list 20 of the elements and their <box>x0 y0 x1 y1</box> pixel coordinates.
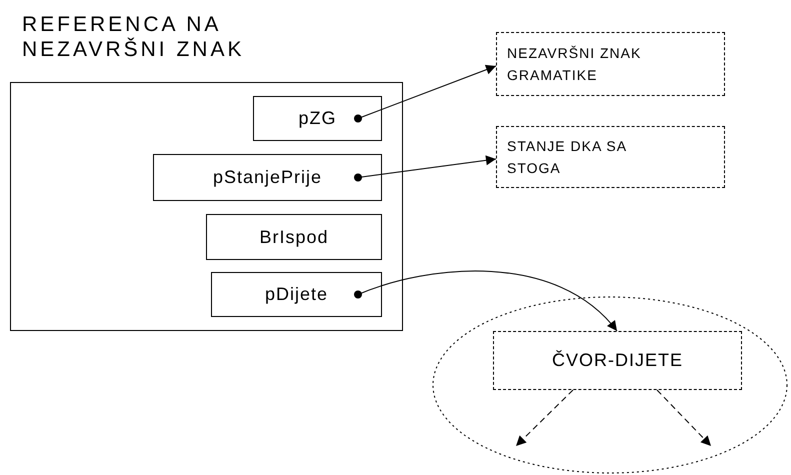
dashed-box <box>493 331 742 390</box>
arrow <box>354 270 618 332</box>
box-text: ČVOR-DIJETE <box>552 349 683 372</box>
field-box <box>206 214 382 260</box>
arrow <box>354 155 496 182</box>
field-box <box>211 272 382 317</box>
field-name: pZG <box>298 107 336 130</box>
field-box <box>153 154 382 201</box>
field-name: pStanjePrije <box>212 166 322 189</box>
field-name: BrIspod <box>259 226 329 249</box>
box-text: NEZAVRŠNI ZNAK GRAMATIKE <box>507 44 642 85</box>
arrow <box>354 64 496 122</box>
dashed-box <box>496 126 725 188</box>
dashed-box <box>496 32 725 96</box>
field-box <box>253 96 382 141</box>
box-text: STANJE DKA SA STOGA <box>507 137 628 178</box>
heading-text: REFERENCA NA NEZAVRŠNI ZNAK <box>22 12 246 62</box>
arrow <box>656 390 712 446</box>
arrow <box>516 390 574 446</box>
field-name: pDijete <box>264 283 328 306</box>
